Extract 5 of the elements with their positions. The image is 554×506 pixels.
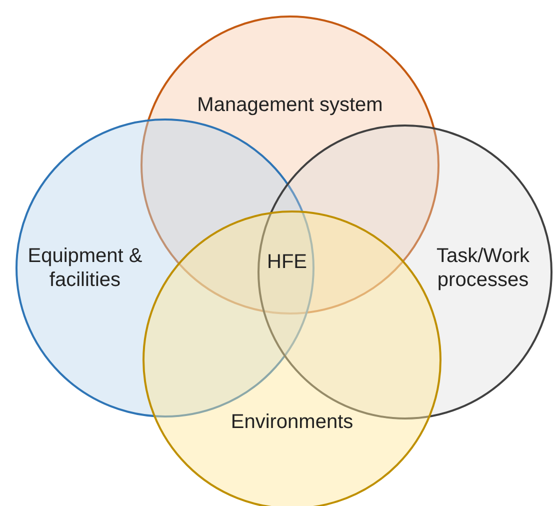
circle-label: Task/Work processes xyxy=(436,244,530,292)
circle-label: Environments xyxy=(230,410,354,434)
circle-label: Management system xyxy=(196,93,384,117)
overlap-label: HFE xyxy=(267,250,307,274)
circle-label: Equipment & facilities xyxy=(26,244,144,292)
